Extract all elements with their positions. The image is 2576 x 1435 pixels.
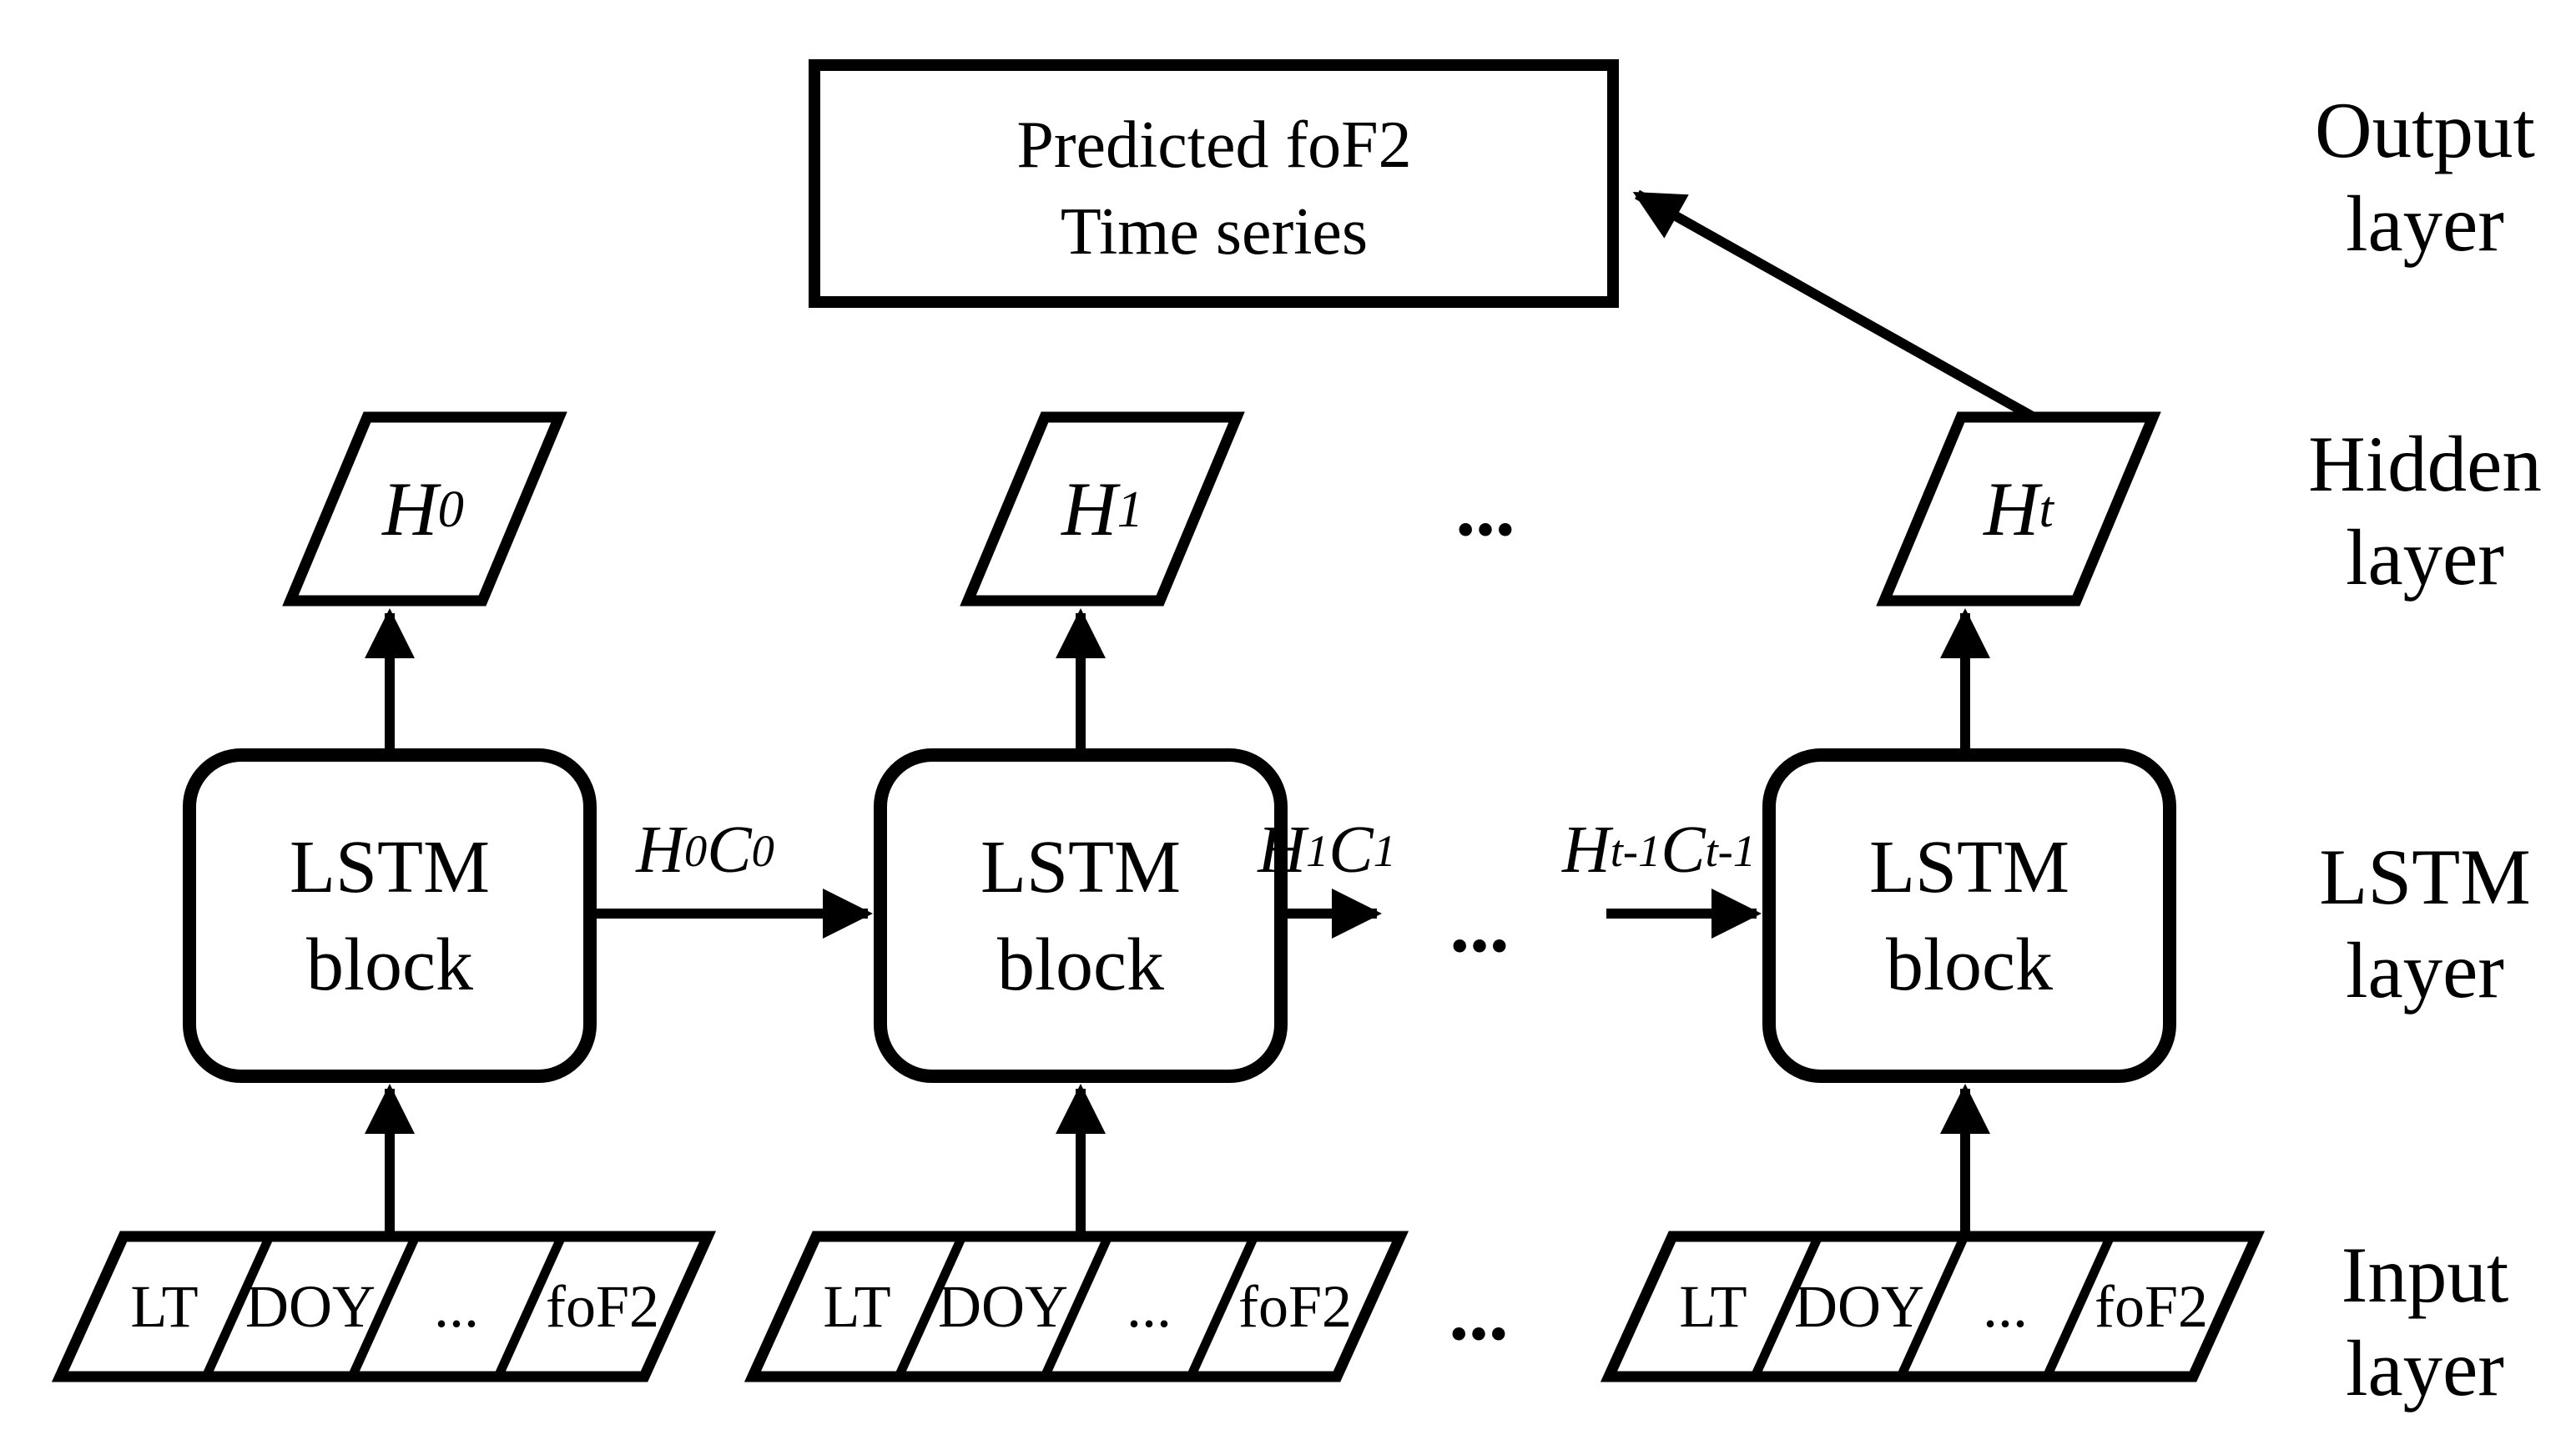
arrow-ht-to-output-icon (1632, 189, 2036, 422)
input-cell-label: LT (130, 1272, 199, 1340)
state-label-c: C (1328, 813, 1374, 887)
lstm-block-label-line2: block (997, 923, 1164, 1006)
lstm-block-label-line2: block (1886, 923, 2053, 1006)
layer-label-lstm: LSTM layer (2216, 830, 2576, 1017)
input-cell-label: ... (1983, 1272, 2028, 1340)
input-cell-label: DOY (1794, 1272, 1924, 1340)
input-cell-divider (2042, 1234, 2115, 1379)
hidden-state-shape-0 (282, 411, 567, 607)
state-label-h: H (1258, 813, 1306, 887)
state-label-h-subscript: t-1 (1610, 825, 1661, 876)
state-label-c: C (1661, 813, 1706, 887)
layer-label-line2: layer (2346, 179, 2504, 269)
state-label-h: H (1562, 813, 1611, 887)
hidden-unit-subscript: t (2039, 479, 2054, 538)
layer-label-hidden: Hidden layer (2216, 417, 2576, 604)
state-label-h-subscript: 0 (684, 825, 708, 876)
output-box-title-line1: Predicted foF2 (1016, 108, 1412, 182)
state-label-h: H (636, 813, 684, 887)
layer-label-input: Input layer (2216, 1228, 2576, 1415)
output-box (809, 59, 1619, 308)
input-cell-divider (1896, 1234, 1969, 1379)
layer-label-line1: Input (2341, 1231, 2509, 1319)
layer-label-line1: Output (2315, 86, 2535, 174)
hidden-unit-subscript: 0 (437, 479, 464, 538)
input-cell-label: LT (1679, 1272, 1747, 1340)
lstm-block-shape-2 (1762, 748, 2176, 1083)
input-cell-label: LT (823, 1272, 891, 1340)
layer-label-line2: layer (2346, 1324, 2504, 1413)
hidden-unit-base: H (382, 466, 438, 551)
lstm-block-label-line1: LSTM (980, 825, 1182, 909)
ellipsis-lstm-row: ... (1449, 879, 1510, 969)
state-label-c: C (707, 813, 752, 887)
input-cell-divider (347, 1234, 421, 1379)
lstm-block-shape-1 (874, 748, 1288, 1083)
lstm-block-label-line1: LSTM (289, 825, 491, 909)
state-label-h-subscript: 1 (1306, 825, 1329, 876)
ellipsis-input-row: ... (1449, 1267, 1509, 1357)
input-cell-label: foF2 (1238, 1272, 1353, 1340)
layer-label-line1: LSTM (2319, 833, 2531, 921)
input-cell-label: ... (1127, 1272, 1172, 1340)
layer-label-output: Output layer (2216, 83, 2576, 270)
lstm-block-shape-0 (183, 748, 597, 1083)
lstm-block-label-line1: LSTM (1868, 825, 2070, 909)
lstm-block-label-line2: block (306, 923, 473, 1006)
lstm-block-label-1: LSTM block (880, 755, 1281, 1076)
input-cell-divider (201, 1234, 275, 1379)
input-cell-label: DOY (938, 1272, 1068, 1340)
layer-label-line2: layer (2346, 926, 2504, 1015)
hidden-unit-subscript: 1 (1117, 479, 1143, 538)
hidden-state-shape-1 (960, 411, 1245, 607)
hidden-state-shape-2 (1876, 411, 2161, 607)
hidden-unit-base: H (1061, 466, 1117, 551)
hidden-unit-base: H (1984, 466, 2039, 551)
lstm-block-label-2: LSTM block (1769, 755, 2170, 1076)
state-label-c-subscript: t-1 (1705, 825, 1756, 876)
output-box-title: Predicted foF2 Time series (826, 80, 1602, 297)
input-cell-label: foF2 (2094, 1272, 2209, 1340)
output-box-title-line2: Time series (1060, 195, 1369, 269)
input-cell-divider (894, 1234, 967, 1379)
layer-label-line2: layer (2346, 513, 2504, 602)
ellipsis-hidden-row: ... (1455, 463, 1515, 552)
lstm-block-label-0: LSTM block (189, 755, 590, 1076)
input-cell-divider (493, 1234, 567, 1379)
layer-label-line1: Hidden (2308, 420, 2542, 508)
state-label-c-subscript: 1 (1373, 825, 1396, 876)
input-cell-label: foF2 (545, 1272, 660, 1340)
input-cell-label: ... (434, 1272, 479, 1340)
state-label-c-subscript: 0 (751, 825, 774, 876)
input-cell-divider (1750, 1234, 1823, 1379)
input-cell-divider (1186, 1234, 1259, 1379)
input-cell-divider (1040, 1234, 1113, 1379)
input-cell-label: DOY (245, 1272, 376, 1340)
